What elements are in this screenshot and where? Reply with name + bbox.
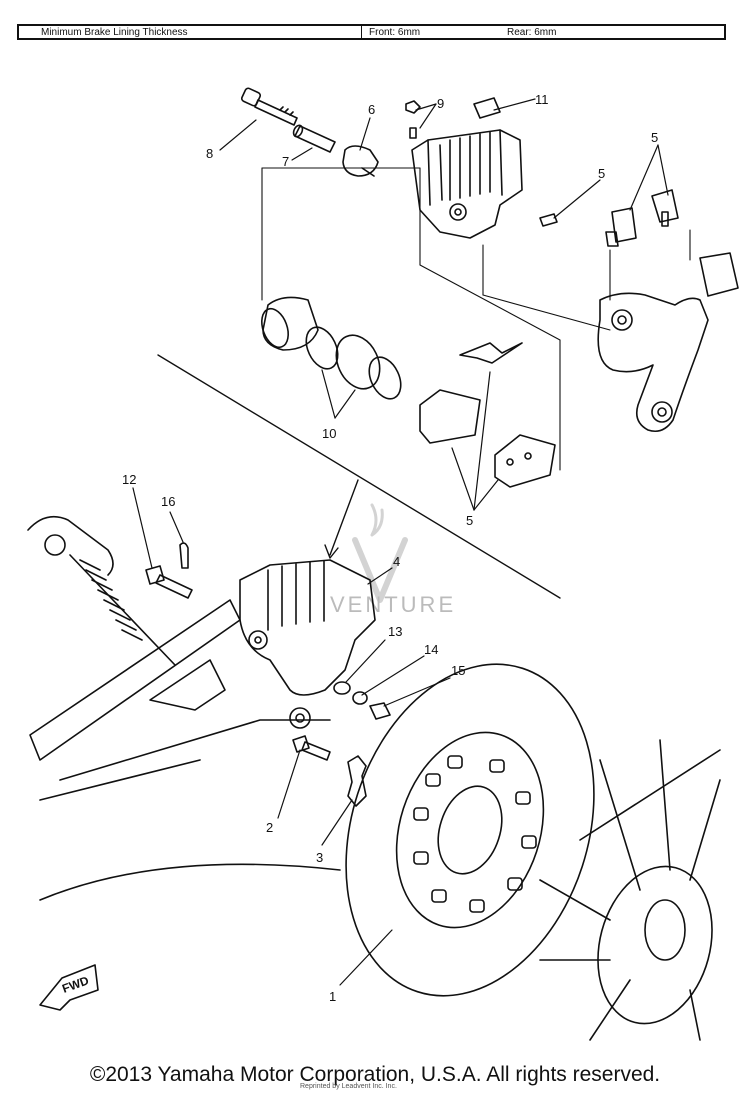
callout-12: 12 (122, 472, 136, 487)
part-3-lock-plate (347, 755, 367, 807)
right-caliper-bracket (597, 252, 739, 433)
reprint-note: Reprinted by Leadvent Inc. Inc. (300, 1083, 397, 1090)
callout-11: 11 (535, 92, 549, 107)
callout-2: 2 (266, 820, 273, 835)
fender-outline (39, 863, 341, 901)
callout-8: 8 (206, 146, 213, 161)
copyright-notice: ©2013 Yamaha Motor Corporation, U.S.A. A… (89, 1063, 661, 1086)
part-1-brake-disc (345, 663, 595, 997)
callout-leaders (132, 98, 669, 986)
callout-14: 14 (424, 642, 438, 657)
watermark-text: VENTURE (330, 592, 456, 617)
part-5-pin-screw (539, 213, 558, 227)
swing-arm (29, 599, 331, 801)
callout-labels: 1 2 3 4 5 5 5 6 7 8 9 10 11 12 13 14 15 … (122, 92, 658, 1004)
callout-5b: 5 (651, 130, 658, 145)
forward-arrow-icon (39, 964, 99, 1011)
part-2-disc-bolt (292, 735, 331, 761)
spec-bar: Minimum Brake Lining Thickness Front: 6m… (17, 24, 726, 40)
callout-4: 4 (393, 554, 400, 569)
spec-divider (361, 26, 362, 38)
callout-10: 10 (322, 426, 336, 441)
part-6-boot (342, 145, 379, 177)
callout-16: 16 (161, 494, 175, 509)
lower-caliper-body (239, 559, 376, 729)
spec-label: Minimum Brake Lining Thickness (41, 27, 188, 38)
callout-6: 6 (368, 102, 375, 117)
assembly-separator-line (157, 354, 561, 599)
callout-9: 9 (437, 96, 444, 111)
exploded-group-bracket (261, 167, 691, 471)
part-7-sleeve (292, 124, 336, 153)
part-12-bolt (145, 565, 193, 599)
part-10-piston-seals (261, 296, 402, 400)
part-16-cotter-pin (179, 542, 189, 569)
callout-13: 13 (388, 624, 402, 639)
callout-7: 7 (282, 154, 289, 169)
assembly-arrow (329, 479, 359, 556)
callout-15: 15 (451, 663, 465, 678)
part-5-pad-shims (419, 342, 556, 488)
part-14-lock-washer (352, 691, 368, 705)
callout-5a: 5 (598, 166, 605, 181)
part-5-pad-spring-upper (605, 189, 679, 247)
callout-3: 3 (316, 850, 323, 865)
part-9-bleed-valve (405, 100, 421, 139)
part-11-pad-cover (473, 97, 501, 119)
callout-5c: 5 (466, 513, 473, 528)
rear-wheel-hub (539, 739, 721, 1041)
part-15-nut (369, 702, 391, 720)
watermark-logo (352, 503, 408, 603)
part-13-washer (333, 681, 351, 695)
rear-shock-absorber (27, 515, 176, 666)
spec-rear: Rear: 6mm (507, 27, 557, 38)
assembly-arrow-head (324, 544, 339, 559)
part-8-bolt (240, 87, 298, 126)
callout-1: 1 (329, 989, 336, 1004)
spec-front: Front: 6mm (369, 27, 421, 38)
upper-caliper-body (411, 129, 523, 239)
